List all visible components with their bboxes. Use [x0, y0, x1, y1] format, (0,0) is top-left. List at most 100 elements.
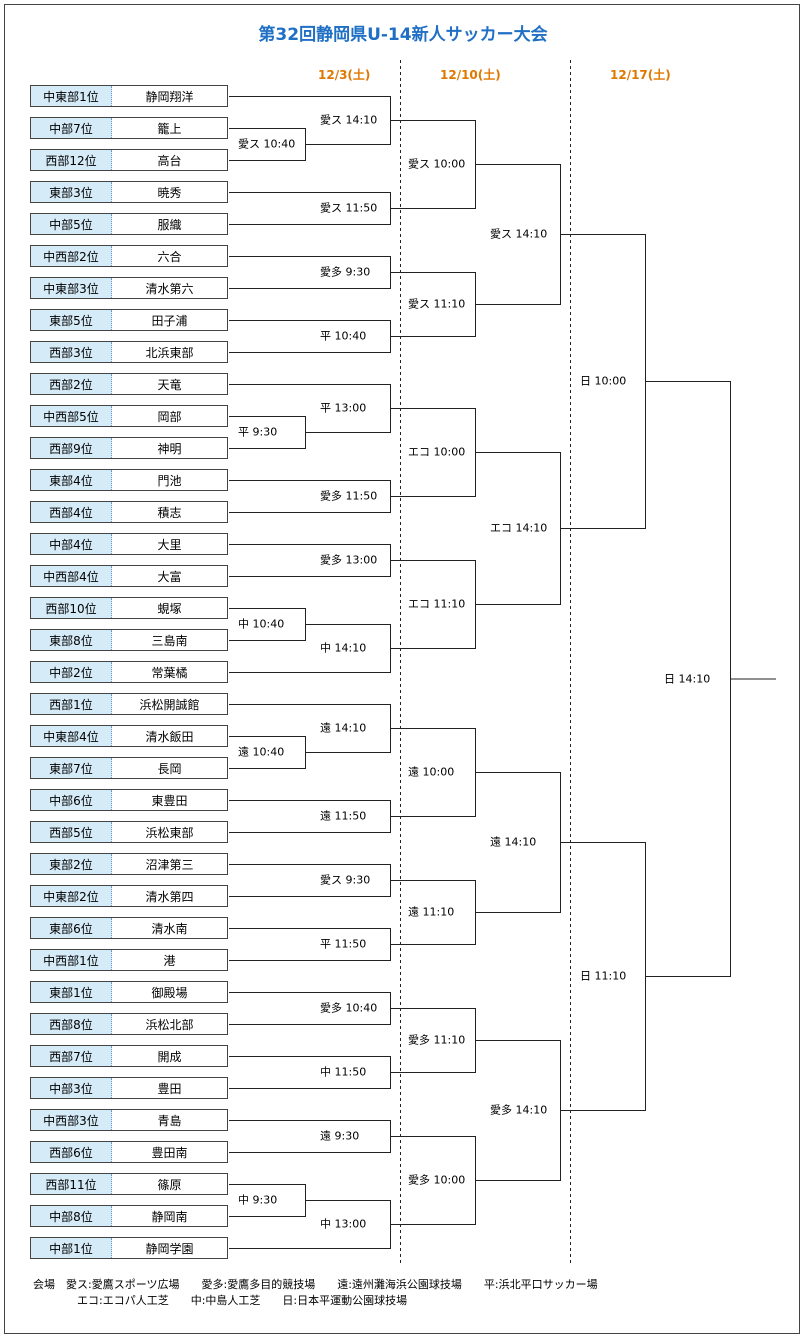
team-name: 積志: [157, 505, 182, 520]
team-rank: 中部7位: [31, 118, 112, 138]
match-label: エコ 11:10: [408, 597, 466, 611]
legend-line-1: 会場 愛ス:愛鷹スポーツ広場 愛多:愛鷹多目的競技場 遠:遠州灘海浜公園球技場 …: [33, 1278, 598, 1291]
match-label: エコ 10:00: [408, 445, 466, 459]
team-name: 浜松北部: [145, 1017, 194, 1032]
date-round-3: 12/17(土): [610, 68, 671, 82]
team-rank: 東部5位: [31, 310, 112, 330]
team-name: 開成: [157, 1049, 182, 1064]
team-rank: 中東部3位: [31, 278, 112, 298]
page-frame: [4, 4, 800, 1334]
team-name: 浜松開誠館: [139, 697, 200, 712]
team-row: 中西部1位 港: [30, 949, 228, 971]
team-rank: 中東部1位: [31, 86, 112, 106]
match-label: 愛多 13:00: [320, 553, 378, 567]
team-rank: 西部7位: [31, 1046, 112, 1066]
team-rank: 東部4位: [31, 470, 112, 490]
team-row: 西部6位 豊田南: [30, 1141, 228, 1163]
team-row: 中部6位 東豊田: [30, 789, 228, 811]
team-name: 暁秀: [157, 185, 182, 200]
match-label: 愛多 11:50: [320, 489, 378, 503]
match-label: 中 10:40: [238, 617, 285, 631]
team-row: 東部5位田子浦: [30, 309, 228, 331]
team-rank: 中西部1位: [31, 950, 112, 970]
team-rank: 中西部4位: [31, 566, 112, 586]
team-name: 篠原: [157, 1177, 182, 1192]
team-rank: 東部3位: [31, 182, 112, 202]
team-row: 中東部1位 静岡翔洋: [30, 85, 228, 107]
team-row: 中部2位常葉橘: [30, 661, 228, 683]
match-label: 平 11:50: [320, 937, 367, 951]
team-row: 中東部3位清水第六: [30, 277, 228, 299]
match-label: 愛多 11:10: [408, 1033, 466, 1047]
team-rank: 西部12位: [31, 150, 112, 170]
team-rank: 西部5位: [31, 822, 112, 842]
match-label: 遠 11:10: [408, 905, 455, 919]
team-rank: 西部11位: [31, 1174, 112, 1194]
team-name: 服織: [157, 217, 182, 232]
team-name: 御殿場: [151, 985, 188, 1000]
team-row: 西部8位浜松北部: [30, 1013, 228, 1035]
team-name: 北浜東部: [145, 345, 194, 360]
team-row: 中西部2位六合: [30, 245, 228, 267]
team-row: 中西部4位 大富: [30, 565, 228, 587]
team-name: 大富: [157, 569, 182, 584]
team-rank: 東部8位: [31, 630, 112, 650]
team-row: 東部2位沼津第三: [30, 853, 228, 875]
team-row: 中部7位籠上: [30, 117, 228, 139]
match-label: 遠 14:10: [320, 721, 367, 735]
team-row: 東部7位 長岡: [30, 757, 228, 779]
team-name: 清水第四: [145, 889, 194, 904]
team-name: 静岡南: [151, 1209, 188, 1224]
team-name: 港: [163, 953, 176, 968]
match-label: エコ 14:10: [490, 521, 548, 535]
team-rank: 西部2位: [31, 374, 112, 394]
team-row: 西部12位高台: [30, 149, 228, 171]
team-rank: 西部6位: [31, 1142, 112, 1162]
team-name: 静岡翔洋: [145, 89, 194, 104]
team-name: 長岡: [157, 761, 182, 776]
match-label: 中 9:30: [238, 1193, 278, 1207]
match-label: 平 9:30: [238, 425, 278, 439]
team-rank: 中西部3位: [31, 1110, 112, 1130]
match-label: 愛多 14:10: [490, 1103, 548, 1117]
team-row: 西部10位蜆塚: [30, 597, 228, 619]
match-label: 遠 10:40: [238, 745, 285, 759]
match-label: 愛ス 14:10: [490, 227, 548, 241]
team-rank: 中西部2位: [31, 246, 112, 266]
team-rank: 中西部5位: [31, 406, 112, 426]
team-row: 中部3位豊田: [30, 1077, 228, 1099]
team-name: 門池: [157, 473, 182, 488]
team-row: 西部4位 積志: [30, 501, 228, 523]
team-name: 常葉橘: [151, 665, 188, 680]
team-rank: 中部6位: [31, 790, 112, 810]
team-row: 東部3位 暁秀: [30, 181, 228, 203]
team-row: 中西部5位岡部: [30, 405, 228, 427]
team-rank: 中東部4位: [31, 726, 112, 746]
match-label: 中 14:10: [320, 641, 367, 655]
team-row: 中東部2位清水第四: [30, 885, 228, 907]
match-label: 愛ス 10:40: [238, 137, 296, 151]
team-rank: 中部1位: [31, 1238, 112, 1258]
team-name: 大里: [157, 537, 182, 552]
team-name: 東豊田: [151, 793, 188, 808]
team-row: 東部6位清水南: [30, 917, 228, 939]
team-name: 三島南: [151, 633, 188, 648]
team-row: 西部5位浜松東部: [30, 821, 228, 843]
team-row: 中部4位大里: [30, 533, 228, 555]
match-label: 遠 10:00: [408, 765, 455, 779]
match-label: 平 10:40: [320, 329, 367, 343]
team-row: 西部1位浜松開誠館: [30, 693, 228, 715]
team-rank: 西部3位: [31, 342, 112, 362]
match-label: 中 13:00: [320, 1217, 367, 1231]
team-name: 沼津第三: [145, 857, 194, 872]
team-row: 西部9位神明: [30, 437, 228, 459]
team-rank: 東部7位: [31, 758, 112, 778]
team-row: 西部7位 開成: [30, 1045, 228, 1067]
team-rank: 西部4位: [31, 502, 112, 522]
team-rank: 東部6位: [31, 918, 112, 938]
page-title: 第32回静岡県U-14新人サッカー大会: [258, 25, 548, 45]
team-name: 豊田南: [151, 1145, 188, 1160]
team-name: 神明: [157, 441, 182, 456]
match-label: 日 10:00: [580, 374, 627, 388]
